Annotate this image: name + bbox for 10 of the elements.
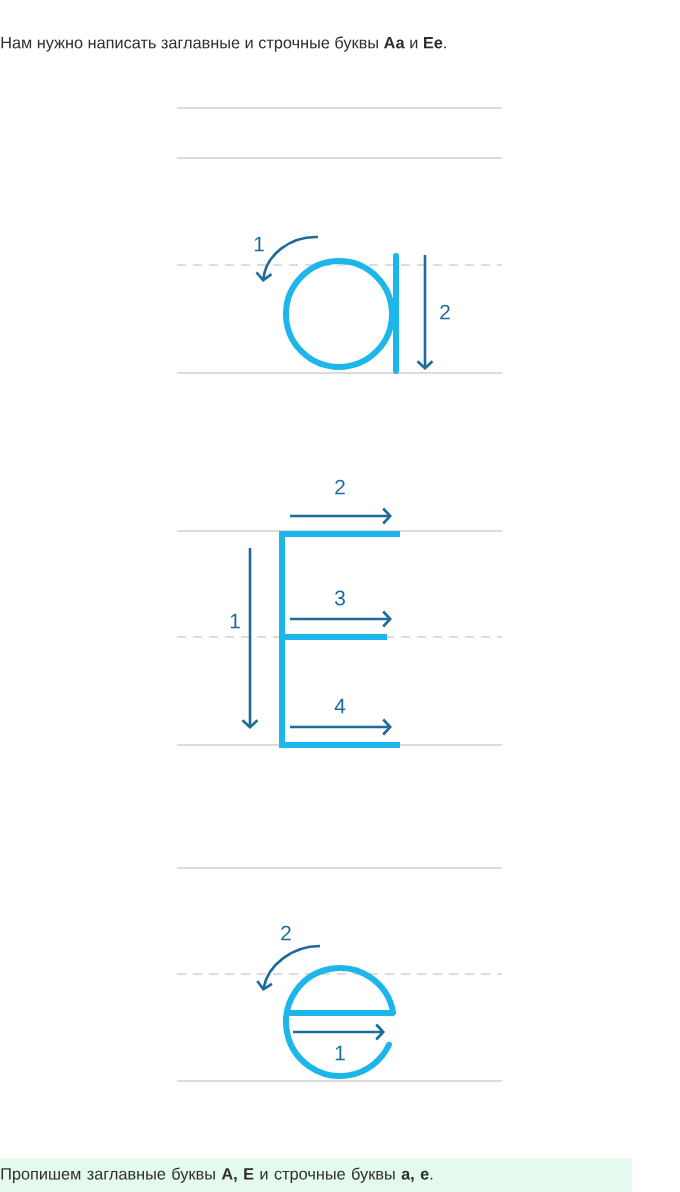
stroke-number: 1 xyxy=(254,236,264,252)
caption: Пропишем заглавные буквы А, Е и строчные буквы а, е. xyxy=(0,1158,633,1192)
stroke-number: 4 xyxy=(334,698,346,714)
stroke-number: 1 xyxy=(230,613,240,629)
stroke-number: 2 xyxy=(335,479,345,495)
stroke-number: 2 xyxy=(281,925,291,941)
stroke-number: 1 xyxy=(335,1045,345,1061)
title: Нам нужно написать заглавные и строчные буквы Аа и Ее. xyxy=(1,36,446,52)
stroke-number: 3 xyxy=(334,590,345,606)
stroke-number: 2 xyxy=(440,304,450,320)
